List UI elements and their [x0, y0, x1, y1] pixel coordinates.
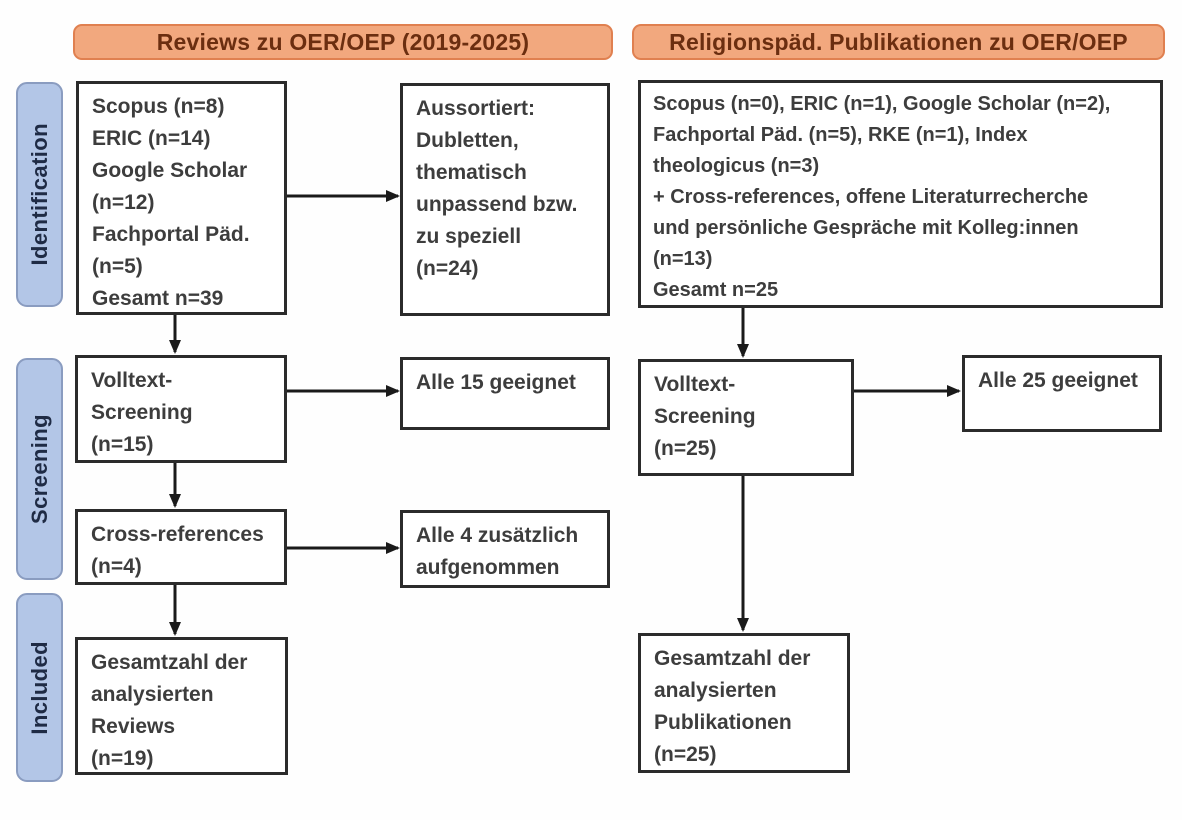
box-right-fulltext-screening: Volltext- Screening (n=25)	[638, 359, 854, 476]
box-right-fulltext-result: Alle 25 geeignet	[962, 355, 1162, 432]
box-left-crossref-result: Alle 4 zusätzlich aufgenommen	[400, 510, 610, 588]
box-right-included-total: Gesamtzahl der analysierten Publikatione…	[638, 633, 850, 773]
stage-label-included: Included	[16, 593, 63, 782]
box-left-included-total: Gesamtzahl der analysierten Reviews (n=1…	[75, 637, 288, 775]
stage-label-identification: Identification	[16, 82, 63, 307]
column-header-reviews: Reviews zu OER/OEP (2019-2025)	[73, 24, 613, 60]
stage-label-identification-text: Identification	[26, 123, 52, 266]
box-left-fulltext-result: Alle 15 geeignet	[400, 357, 610, 430]
box-left-sources: Scopus (n=8) ERIC (n=14) Google Scholar …	[76, 81, 287, 315]
stage-label-included-text: Included	[26, 640, 52, 735]
box-left-excluded: Aussortiert: Dubletten, thematisch unpas…	[400, 83, 610, 316]
column-header-religionspaed: Religionspäd. Publikationen zu OER/OEP	[632, 24, 1165, 60]
box-right-sources: Scopus (n=0), ERIC (n=1), Google Scholar…	[638, 80, 1163, 308]
stage-label-screening: Screening	[16, 358, 63, 580]
box-left-crossreferences: Cross-references (n=4)	[75, 509, 287, 585]
stage-label-screening-text: Screening	[26, 414, 52, 524]
box-left-fulltext-screening: Volltext- Screening (n=15)	[75, 355, 287, 463]
